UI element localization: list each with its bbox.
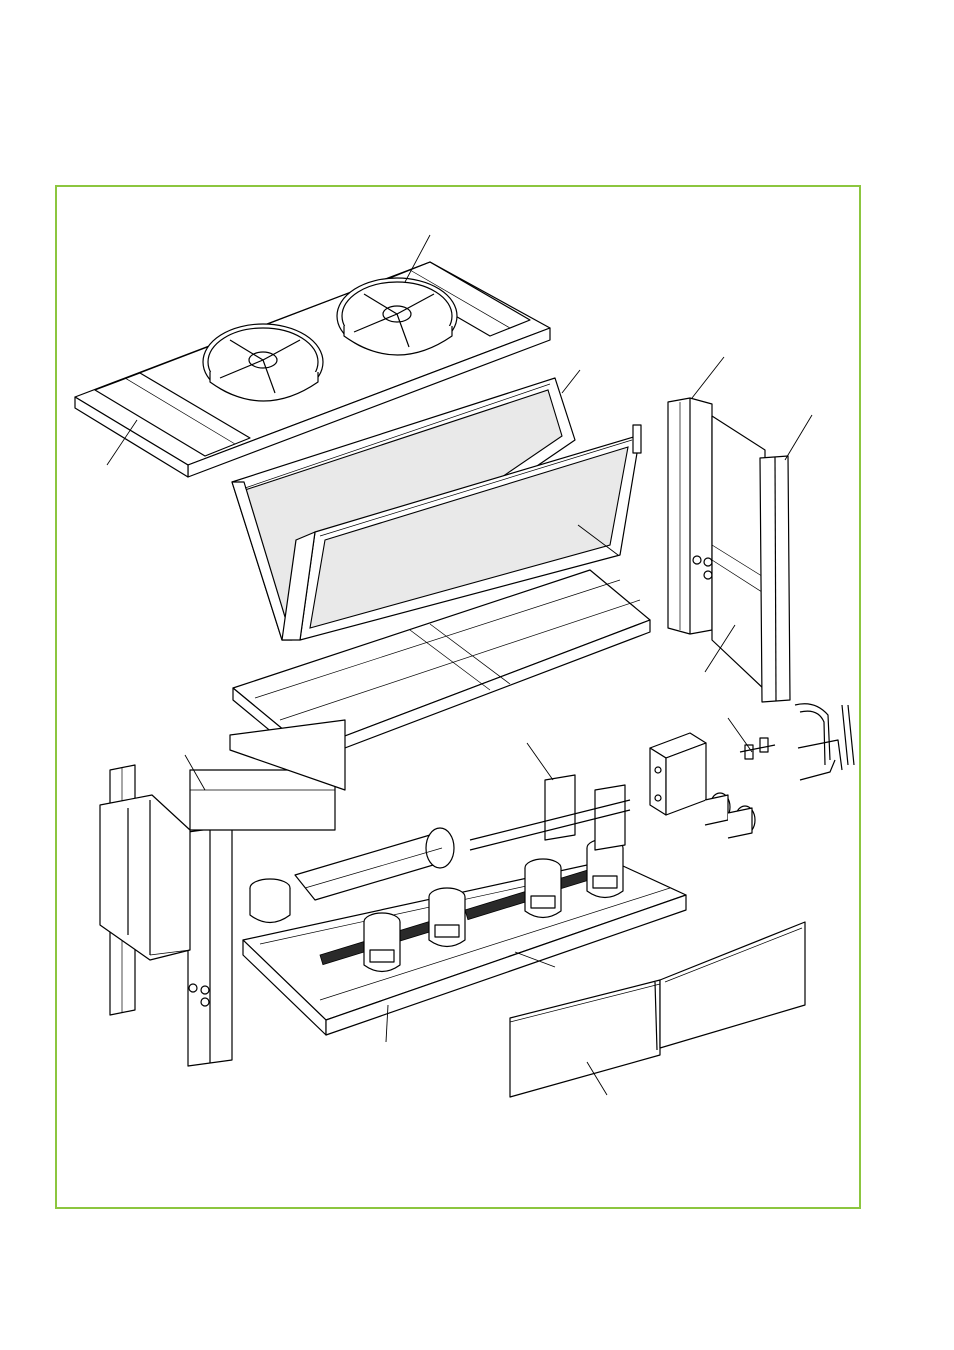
fan-right [336, 277, 458, 356]
condenser-coils [231, 377, 642, 641]
top-panel-with-fans [74, 261, 551, 478]
right-corner-post [667, 397, 713, 635]
compressor-2 [428, 887, 466, 948]
figure-frame [55, 185, 861, 1209]
compressor-base-assembly [242, 774, 687, 1036]
leader-lines [106, 234, 813, 1096]
compressor-1 [363, 912, 401, 973]
receiver-tank [294, 827, 455, 901]
fan-left [202, 323, 324, 402]
compressor-3 [524, 858, 562, 919]
plate-heat-exchanger [649, 732, 707, 816]
valve-bracket [469, 774, 631, 851]
filter-driers [704, 792, 756, 839]
valves [739, 737, 776, 760]
piping-kit [794, 703, 855, 781]
front-panels [509, 921, 806, 1098]
left-frame-with-electrical-box [99, 719, 346, 1067]
right-side-panel [711, 415, 791, 703]
expansion-tank [249, 878, 291, 924]
